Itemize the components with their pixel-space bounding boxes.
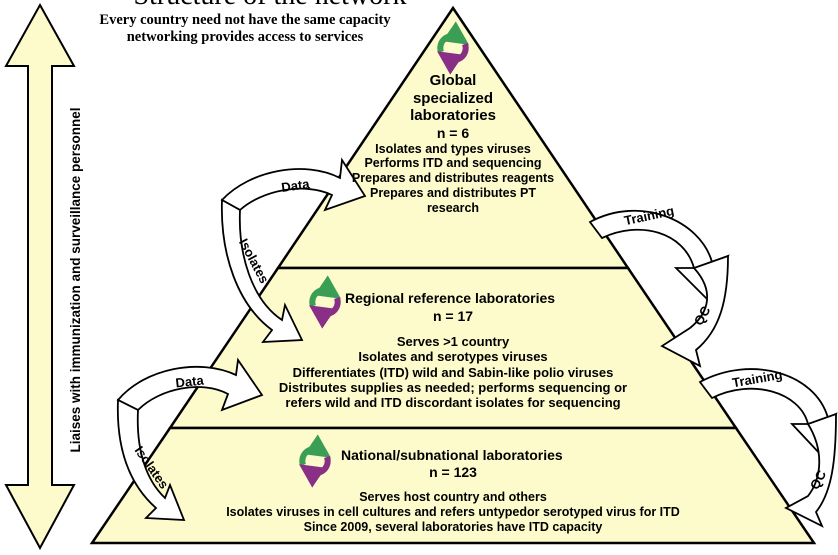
upper-data-label: Data — [280, 176, 311, 195]
liaison-label: Liaises with immunization and surveillan… — [68, 107, 83, 453]
cycle-icon-global — [437, 21, 469, 75]
global-tier-text: Global specialized laboratories n = 6 Is… — [328, 72, 578, 215]
global-title-line-2: specialized — [412, 89, 494, 107]
cycle-icon-national — [299, 434, 331, 488]
pyramid-tier-national — [89, 426, 817, 545]
upper-isolates-arrow — [220, 198, 304, 343]
regional-duties: Serves >1 country Isolates and serotypes… — [200, 334, 706, 411]
global-duty-3: Prepares and distributes reagents — [351, 171, 555, 186]
global-duty-4: Prepares and distributes PT — [369, 185, 537, 200]
global-duty-5: research — [426, 200, 480, 215]
regional-duty-5: refers wild and ITD discordant isolates … — [285, 395, 621, 411]
national-duty-3: Since 2009, several laboratories have IT… — [303, 519, 603, 534]
lower-qc-arrow — [784, 412, 837, 528]
global-count: n = 6 — [436, 125, 470, 142]
upper-data-arrow — [220, 157, 367, 212]
regional-duty-4: Distributes supplies as needed; performs… — [278, 379, 628, 395]
upper-qc-arrow — [660, 254, 729, 368]
regional-duty-1: Serves >1 country — [396, 334, 510, 349]
regional-duty-2: Isolates and serotypes viruses — [358, 349, 548, 365]
national-tier-title: National/subnational laboratories — [341, 447, 563, 463]
national-duties: Serves host country and others Isolates … — [160, 490, 746, 534]
national-duty-1: Serves host country and others — [359, 490, 547, 504]
cycle-icon-regional — [309, 275, 341, 329]
regional-tier-title: Regional reference laboratories — [345, 290, 556, 306]
lower-isolates-arrow — [116, 398, 186, 521]
regional-duty-3: Differentiates (ITD) wild and Sabin-like… — [292, 364, 614, 380]
national-duty-2: Isolates viruses in cell cultures and re… — [226, 504, 680, 519]
global-title-line-3: laboratories — [410, 107, 496, 125]
global-duty-2: Performs ITD and sequencing — [364, 156, 542, 171]
national-count: n = 123 — [429, 464, 477, 480]
liaison-double-arrow — [4, 2, 76, 551]
global-duty-1: Isolates and types viruses — [375, 141, 531, 156]
diagram-title: Structure of the network — [60, 0, 480, 11]
liaison-label-wrap: Liaises with immunization and surveillan… — [66, 60, 86, 500]
lower-data-label: Data — [175, 373, 205, 391]
intro-line-2: networking provides access to services — [126, 29, 364, 45]
regional-count: n = 17 — [432, 308, 474, 324]
global-title-line-1: Global — [429, 72, 477, 89]
intro-line-1: Every country need not have the same cap… — [99, 12, 391, 28]
intro-text: Every country need not have the same cap… — [45, 12, 445, 46]
lower-data-arrow — [116, 357, 264, 412]
